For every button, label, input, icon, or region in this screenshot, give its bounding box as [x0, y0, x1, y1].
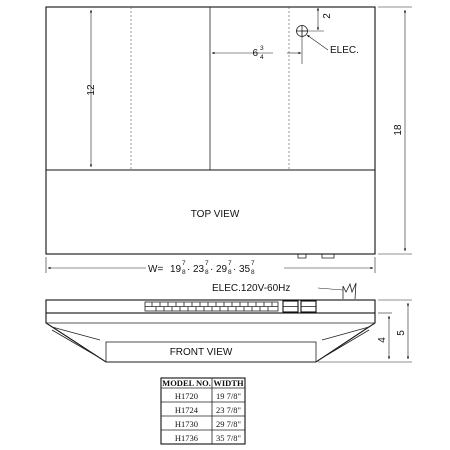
- width-whole: 23: [193, 264, 205, 275]
- front-view: ELEC.120V-60Hz FRONT VIEW: [45, 282, 412, 363]
- front-bevel-line-left-bottom: [51, 329, 101, 359]
- model-table-cell: H1736: [175, 433, 198, 443]
- front-bevel-line-left-top: [51, 326, 101, 341]
- width-den: 8: [182, 269, 186, 276]
- top-view-outline: [45, 6, 376, 255]
- width-callout: W= 19 7 8 · 23 7 8 · 29 7 8 · 35 7 8: [148, 260, 255, 276]
- width-den: 8: [228, 269, 232, 276]
- power-cord-icon: [342, 282, 357, 300]
- top-view-foot-right: [321, 254, 335, 259]
- width-num: 7: [228, 260, 232, 267]
- elec-side-offset-label: 6 3 4: [252, 45, 264, 61]
- elec-label: ELEC.: [330, 45, 359, 56]
- model-table-header-width: WIDTH: [213, 378, 244, 388]
- width-whole: 35: [239, 264, 251, 275]
- model-table-cell: H1720: [175, 391, 198, 401]
- elec-side-offset-den: 4: [260, 54, 264, 61]
- width-num: 7: [182, 260, 186, 267]
- overall-height-dimension-label: 5: [396, 330, 407, 336]
- width-den: 8: [205, 269, 209, 276]
- model-table-cell: 19 7/8": [216, 391, 241, 401]
- model-table-header-model: MODEL NO.: [162, 378, 211, 388]
- vent-grille: [144, 301, 279, 312]
- front-center-panel: [105, 341, 317, 363]
- inner-height-dimension-label: 4: [377, 337, 388, 343]
- width-den: 8: [251, 269, 255, 276]
- width-separator: ·: [187, 264, 190, 275]
- width-separator: ·: [233, 264, 236, 275]
- front-view-label: FRONT VIEW: [170, 347, 233, 358]
- model-table-outline: [160, 377, 246, 445]
- depth-dimension-label: 12: [86, 84, 97, 96]
- top-view-label: TOP VIEW: [191, 209, 240, 220]
- front-bevel-line-right-top: [321, 326, 370, 341]
- elec-leader-line: [306, 34, 329, 51]
- model-table-cell: 29 7/8": [216, 419, 241, 429]
- elec-side-offset-whole: 6: [252, 48, 258, 59]
- model-table-cell: H1724: [175, 405, 199, 415]
- width-dimension: W= 19 7 8 · 23 7 8 · 29 7 8 · 35 7 8: [45, 257, 376, 276]
- elec-side-offset-num: 3: [260, 45, 264, 52]
- model-table-cell: H1730: [175, 419, 198, 429]
- top-view-foot-left: [297, 254, 307, 259]
- front-elec-label: ELEC.120V-60Hz: [212, 283, 290, 294]
- width-whole: 29: [216, 264, 228, 275]
- overall-depth-dimension-label: 18: [393, 124, 404, 136]
- top-view: 12 18 2 6 3 4 ELEC. TOP VIEW: [45, 6, 412, 259]
- width-num: 7: [251, 260, 255, 267]
- model-table-cell: 35 7/8": [216, 433, 241, 443]
- width-separator: ·: [210, 264, 213, 275]
- elec-top-offset-label: 2: [322, 13, 333, 19]
- model-table: MODEL NO. WIDTH H1720 19 7/8" H1724 23 7…: [160, 377, 246, 445]
- front-bevel-line-right-bottom: [321, 329, 370, 359]
- width-num: 7: [205, 260, 209, 267]
- width-whole: 19: [170, 264, 182, 275]
- front-top-rail: [45, 299, 376, 314]
- vent-grille-slats: [151, 302, 273, 311]
- model-table-cell: 23 7/8": [216, 405, 241, 415]
- front-elec-leader: [317, 287, 344, 291]
- width-prefix: W=: [148, 264, 163, 275]
